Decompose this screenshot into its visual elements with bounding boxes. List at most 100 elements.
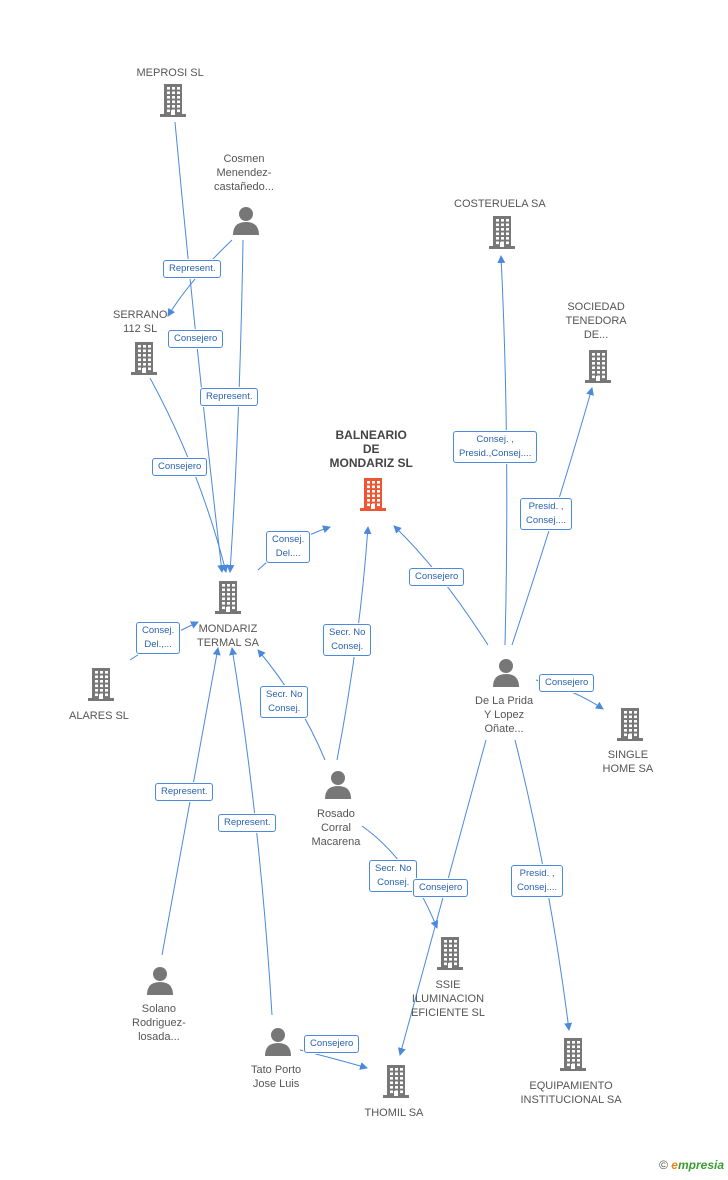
- building-icon: [157, 83, 189, 122]
- edge-label-meprosi-mondariz[interactable]: Consejero: [168, 330, 224, 348]
- node-label: SINGLE HOME SA: [603, 748, 654, 776]
- edge-label-mondariz-balneario[interactable]: Consej. Del....: [266, 531, 311, 563]
- edge-label-line: Presid. ,: [519, 868, 555, 879]
- node-label-line: MEPROSI SL: [136, 67, 204, 79]
- edge-label-cosmen-mondariz[interactable]: Represent.: [200, 388, 259, 406]
- node-label: SSIE ILUMINACION EFICIENTE SL: [411, 978, 485, 1020]
- node-label-line: Macarena: [311, 836, 361, 848]
- node-label-line: DE...: [583, 329, 609, 341]
- edge-label-delaprida-equip[interactable]: Presid. , Consej....: [511, 865, 564, 897]
- node-label-line: Menendez-: [216, 167, 272, 179]
- edge-label-line: Represent.: [161, 786, 208, 797]
- node-label-line: Jose Luis: [252, 1078, 300, 1090]
- node-label-line: castañedo...: [214, 181, 274, 193]
- building-icon: [128, 341, 160, 380]
- edge-label-line: Secr. No: [375, 863, 412, 874]
- edge-label-line: Consej....: [517, 882, 558, 893]
- edge-label-line: Consej.: [272, 534, 305, 545]
- building-icon: [357, 477, 389, 516]
- node-label-line: TENEDORA: [565, 315, 627, 327]
- node-label-line: ALARES SL: [69, 710, 129, 722]
- node-label-line: BALNEARIO: [335, 428, 407, 442]
- edge-label-line: Consejero: [158, 461, 202, 472]
- node-label-line: TERMAL SA: [197, 637, 259, 649]
- edge-label-line: Represent.: [169, 263, 216, 274]
- edge-cosmen-serrano: [167, 239, 233, 317]
- node-label-line: COSTERUELA SA: [454, 198, 546, 210]
- building-icon: [85, 667, 117, 706]
- node-label-line: De La Prida: [475, 695, 534, 707]
- edge-label-line: Consejero: [545, 677, 589, 688]
- node-label: COSTERUELA SA: [454, 197, 546, 211]
- node-label-line: SINGLE: [607, 749, 649, 761]
- edge-label-line: Consej.: [142, 625, 175, 636]
- edge-label-line: Del.,...: [144, 639, 172, 650]
- footer-brand: © empresia: [659, 1158, 724, 1172]
- edge-label-line: Presid. ,: [528, 501, 564, 512]
- building-icon: [380, 1064, 412, 1103]
- node-label-line: losada...: [138, 1031, 180, 1043]
- edge-label-delaprida-sociedad[interactable]: Presid. , Consej....: [520, 498, 573, 530]
- edge-label-serrano-mondariz[interactable]: Consejero: [152, 458, 208, 476]
- edge-label-line: Presid.,Consej....: [459, 448, 532, 459]
- edge-label-cosmen-serrano[interactable]: Represent.: [163, 260, 222, 278]
- edge-label-tato-mondariz[interactable]: Represent.: [218, 814, 277, 832]
- node-label-line: ILUMINACION: [411, 993, 485, 1005]
- edge-label-delaprida-single[interactable]: Consejero: [539, 674, 595, 692]
- person-icon: [491, 657, 521, 692]
- building-icon: [486, 215, 518, 254]
- building-icon: [614, 707, 646, 746]
- node-label: MEPROSI SL: [137, 66, 204, 80]
- edge-label-delaprida-balneario[interactable]: Consejero: [409, 568, 465, 586]
- node-label-line: Rodriguez-: [132, 1017, 186, 1029]
- edge-label-line: Represent.: [206, 391, 253, 402]
- edge-label-line: Consejero: [310, 1038, 354, 1049]
- node-label-line: Oñate...: [484, 723, 524, 735]
- node-label-line: SERRANO: [113, 309, 168, 321]
- edge-label-alares-mondariz[interactable]: Consej. Del.,...: [136, 622, 181, 654]
- node-label-line: EFICIENTE SL: [411, 1007, 485, 1019]
- brand-e-logo: e: [671, 1158, 678, 1172]
- edge-label-line: Consej....: [526, 515, 567, 526]
- edge-label-line: Consejero: [415, 571, 459, 582]
- person-icon: [231, 205, 261, 240]
- node-label: SERRANO 112 SL: [113, 308, 167, 336]
- node-label-line: SSIE: [435, 979, 461, 991]
- edge-label-line: Consej.: [268, 703, 301, 714]
- node-label-line: 112 SL: [123, 323, 158, 335]
- person-icon: [263, 1026, 293, 1061]
- building-icon: [434, 936, 466, 975]
- building-icon: [582, 349, 614, 388]
- edge-label-delaprida-costeruela[interactable]: Consej. ,Presid.,Consej....: [453, 431, 538, 463]
- edge-label-line: Consejero: [174, 333, 218, 344]
- node-label-line: SOCIEDAD: [567, 301, 625, 313]
- person-icon: [323, 769, 353, 804]
- edge-label-line: Consejero: [419, 882, 463, 893]
- node-label: ALARES SL: [69, 709, 129, 723]
- building-icon: [212, 580, 244, 619]
- node-label-line: Rosado: [317, 808, 355, 820]
- node-label-line: Cosmen: [223, 153, 265, 165]
- edge-label-tato-thomil[interactable]: Consejero: [304, 1035, 360, 1053]
- node-label-line: DE: [362, 442, 380, 456]
- node-label-line: Solano: [141, 1003, 177, 1015]
- node-label-line: Tato Porto: [251, 1064, 302, 1076]
- node-label-line: EQUIPAMIENTO: [529, 1080, 613, 1092]
- edge-label-line: Del....: [275, 548, 301, 559]
- building-icon: [557, 1037, 589, 1076]
- edge-label-solano-mondariz[interactable]: Represent.: [155, 783, 214, 801]
- node-label-line: HOME SA: [602, 763, 654, 775]
- edge-label-delaprida-ssie[interactable]: Consejero: [413, 879, 469, 897]
